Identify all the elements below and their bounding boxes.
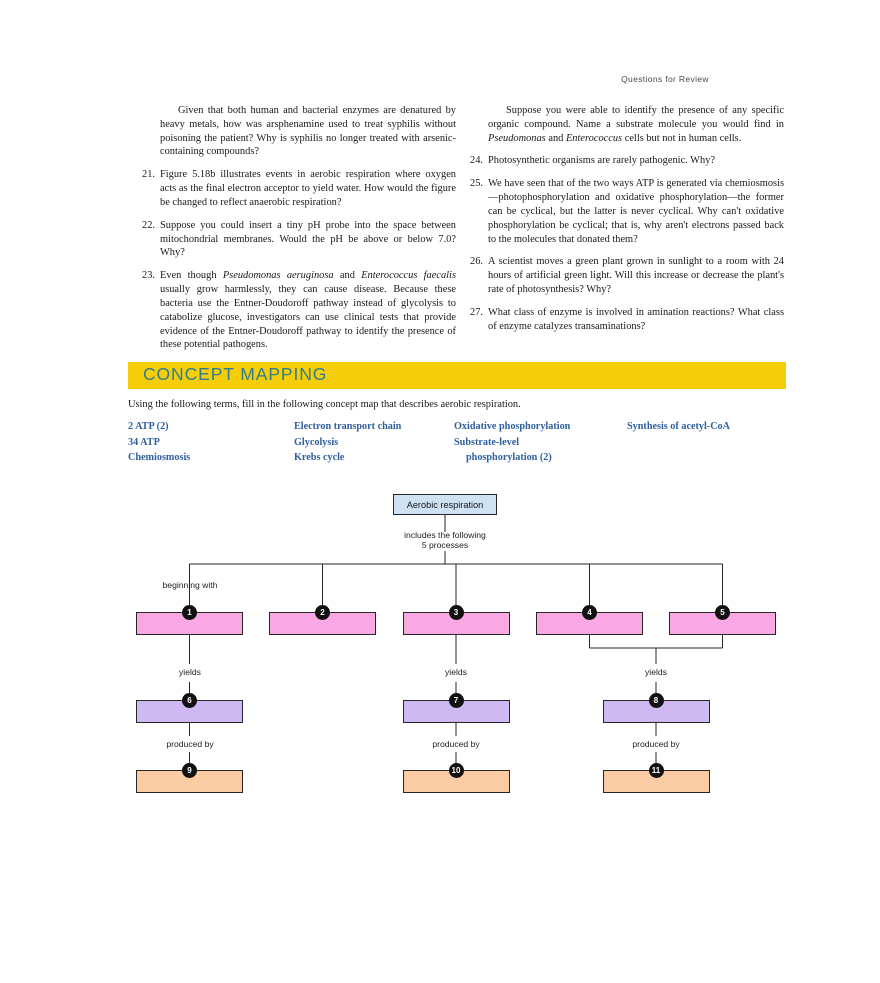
edge-label-produced-by-3: produced by	[632, 739, 680, 749]
edge-label-yields-1: yields	[179, 667, 201, 677]
term-item: Chemiosmosis	[128, 452, 191, 463]
edge-label-beginning-with: beginning with	[162, 580, 218, 590]
term-column-2: Electron transport chain Glycolysis Kreb…	[294, 419, 454, 466]
edge-label-produced-by-1: produced by	[166, 739, 214, 749]
concept-mapping-title: CONCEPT MAPPING	[143, 364, 328, 384]
running-head: Questions for Review	[621, 74, 709, 84]
question-23: 23. Even though Pseudomonas aeruginosa a…	[136, 269, 456, 352]
term-column-4: Synthesis of acetyl-CoA	[627, 419, 788, 466]
edge-label-produced-by-2: produced by	[432, 739, 480, 749]
term-item: 2 ATP (2)	[128, 421, 169, 432]
question-lead-right: Suppose you were able to identify the pr…	[464, 104, 784, 145]
question-27: 27. What class of enzyme is involved in …	[464, 306, 784, 334]
question-26: 26. A scientist moves a green plant grow…	[464, 255, 784, 296]
concept-map-badge-3: 3	[448, 605, 464, 620]
question-27-number: 27.	[470, 306, 483, 318]
concept-map-root-node[interactable]: Aerobic respiration	[393, 494, 497, 515]
question-21-text: Figure 5.18b illustrates events in aerob…	[160, 169, 456, 208]
term-item: Substrate-level	[454, 436, 520, 448]
concept-mapping-instructions: Using the following terms, fill in the f…	[128, 399, 521, 410]
edge-label-includes-line2: 5 processes	[421, 540, 469, 551]
question-22: 22. Suppose you could insert a tiny pH p…	[136, 219, 456, 260]
term-item: 34 ATP	[128, 436, 160, 448]
question-24-number: 24.	[470, 155, 483, 167]
question-23-number: 23.	[142, 270, 155, 282]
concept-mapping-banner: CONCEPT MAPPING	[128, 362, 786, 389]
edge-label-includes: includes the following 5 processes	[385, 530, 505, 551]
term-item: Krebs cycle	[294, 452, 345, 463]
question-26-number: 26.	[470, 256, 483, 268]
concept-map-badge-7: 7	[448, 693, 464, 708]
concept-map-badge-8: 8	[648, 693, 664, 708]
question-27-text: What class of enzyme is involved in amin…	[488, 306, 784, 332]
question-lead-left: Given that both human and bacterial enzy…	[136, 104, 456, 159]
questions-column-right: Suppose you were able to identify the pr…	[464, 104, 784, 343]
term-column-3: Oxidative phosphorylation Substrate-leve…	[454, 419, 627, 466]
term-item: phosphorylation (2)	[466, 452, 552, 463]
concept-map-badge-6: 6	[182, 693, 197, 708]
concept-map-badge-10: 10	[448, 763, 464, 778]
edge-label-yields-2: yields	[445, 667, 467, 677]
concept-map-badge-9: 9	[182, 763, 197, 778]
question-24: 24. Photosynthetic organisms are rarely …	[464, 154, 784, 168]
question-25-text: We have seen that of the two ways ATP is…	[488, 178, 784, 245]
question-22-text: Suppose you could insert a tiny pH probe…	[160, 219, 456, 259]
concept-map-badge-2: 2	[315, 605, 330, 620]
term-item: Synthesis of acetyl-CoA	[627, 421, 730, 432]
term-item: Electron transport chain	[294, 421, 402, 432]
question-23-text: Even though Pseudomonas aeruginosa and E…	[160, 270, 456, 351]
question-21-number: 21.	[142, 169, 155, 181]
question-lead-right-text: Suppose you were able to identify the pr…	[488, 105, 784, 144]
question-21: 21. Figure 5.18b illustrates events in a…	[136, 168, 456, 209]
question-lead-left-text: Given that both human and bacterial enzy…	[160, 105, 456, 158]
concept-map-badge-5: 5	[715, 605, 730, 620]
edge-label-yields-3: yields	[645, 667, 667, 677]
term-item: Glycolysis	[294, 436, 339, 448]
term-column-1: 2 ATP (2) 34 ATP Chemiosmosis	[128, 419, 294, 466]
question-24-text: Photosynthetic organisms are rarely path…	[488, 155, 715, 167]
concept-map-badge-11: 11	[648, 763, 664, 778]
question-26-text: A scientist moves a green plant grown in…	[488, 256, 784, 296]
question-22-number: 22.	[142, 219, 155, 231]
term-item: Oxidative phosphorylation	[454, 421, 571, 432]
concept-map-root-label: Aerobic respiration	[406, 499, 484, 510]
edge-label-includes-line1: includes the following	[404, 530, 486, 540]
question-25-number: 25.	[470, 178, 483, 190]
concept-map-badge-4: 4	[582, 605, 597, 620]
question-25: 25. We have seen that of the two ways AT…	[464, 177, 784, 246]
questions-column-left: Given that both human and bacterial enzy…	[136, 104, 456, 361]
concept-mapping-term-list: 2 ATP (2) 34 ATP Chemiosmosis Electron t…	[128, 419, 788, 466]
concept-map-badge-1: 1	[182, 605, 197, 620]
